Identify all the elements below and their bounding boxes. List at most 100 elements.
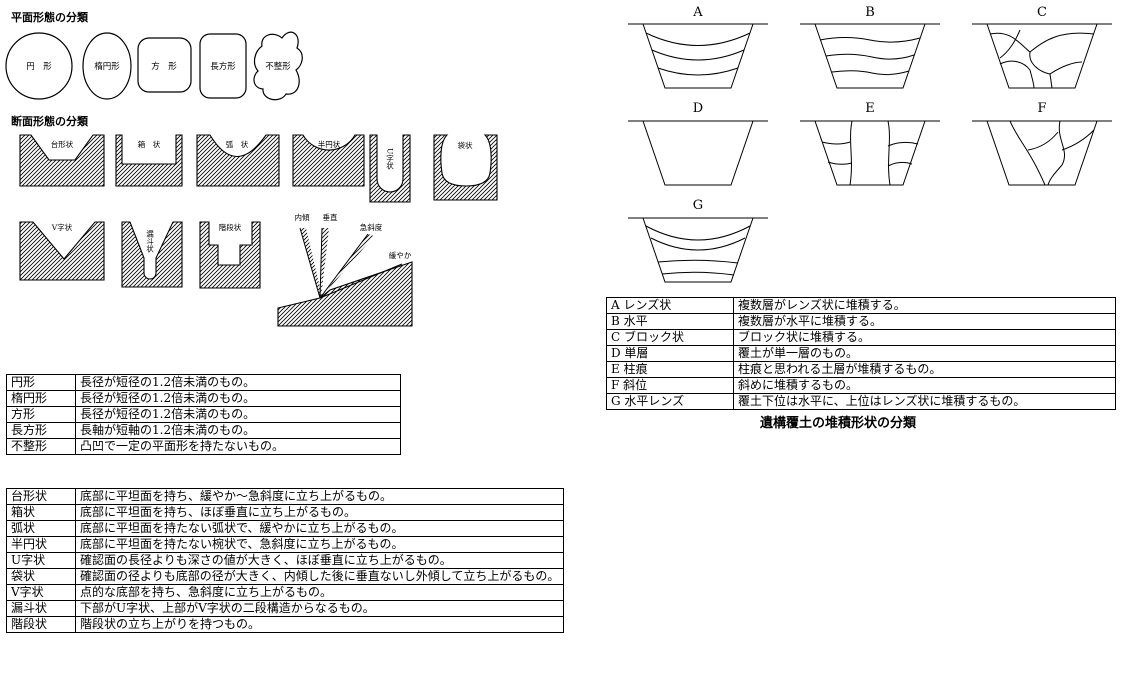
section-label-u: U字状 xyxy=(385,148,394,169)
section-shape-semicircle xyxy=(292,134,365,187)
term-cell: U字状 xyxy=(6,552,76,569)
table-row: 弧状底部に平坦面を持たない弧状で、緩やかに立ち上がるもの。 xyxy=(6,520,565,537)
plan-shape-square xyxy=(137,37,192,93)
term-cell: 半円状 xyxy=(6,536,76,553)
plan-shape-irregular xyxy=(253,31,303,101)
definition-cell: 覆土が単一層のもの。 xyxy=(733,345,1116,362)
definition-cell: 底部に平坦面を持ち、緩やか～急斜度に立ち上がるもの。 xyxy=(74,488,565,505)
term-cell: 箱状 xyxy=(6,504,76,521)
definition-cell: 確認面の径よりも底部の径が大きく、内傾した後に垂直ないし外傾して立ち上がるもの。 xyxy=(74,568,565,585)
fill-label-e: E xyxy=(865,101,875,116)
definition-cell: 底部に平坦面を持たない椀状で、急斜度に立ち上がるもの。 xyxy=(74,536,565,553)
section-shape-box xyxy=(115,134,183,187)
slope-line-gentle xyxy=(319,263,403,299)
term-cell: V字状 xyxy=(6,584,76,601)
definition-cell: 覆土下位は水平に、上位はレンズ状に堆積するもの。 xyxy=(733,393,1116,410)
fill-label-d: D xyxy=(693,101,703,116)
table-row: G 水平レンズ覆土下位は水平に、上位はレンズ状に堆積するもの。 xyxy=(606,393,1116,410)
definition-cell: 点的な底部を持ち、急斜度に立ち上がるもの。 xyxy=(74,584,565,601)
term-cell: 楕円形 xyxy=(6,390,76,407)
term-cell: 円形 xyxy=(6,374,76,391)
table-row: U字状確認面の長径よりも深さの値が大きく、ほぼ垂直に立ち上がるもの。 xyxy=(6,552,565,569)
section-shape-funnel xyxy=(121,221,183,288)
plan-label-rectangle: 長方形 xyxy=(210,61,236,72)
table-row: E 柱痕柱痕と思われる土層が堆積するもの。 xyxy=(606,361,1116,378)
table-row: A レンズ状複数層がレンズ状に堆積する。 xyxy=(606,297,1116,314)
definition-cell: 長軸が短軸の1.2倍未満のもの。 xyxy=(75,422,401,439)
plan-table: 円形長径が短径の1.2倍未満のもの。 楕円形長径が短径の1.2倍未満のもの。 方… xyxy=(6,374,401,455)
term-cell: 弧状 xyxy=(6,520,76,537)
table-row: 半円状底部に平坦面を持たない椀状で、急斜度に立ち上がるもの。 xyxy=(6,536,565,553)
definition-cell: 複数層が水平に堆積する。 xyxy=(733,313,1116,330)
term-cell: C ブロック状 xyxy=(606,329,734,346)
section-shapes xyxy=(19,134,498,327)
table-row: 円形長径が短径の1.2倍未満のもの。 xyxy=(6,374,401,391)
table-row: 階段状階段状の立ち上がりを持つもの。 xyxy=(6,616,565,633)
plan-shape-ellipse xyxy=(82,32,132,100)
term-cell: 階段状 xyxy=(6,616,76,633)
table-row: 楕円形長径が短径の1.2倍未満のもの。 xyxy=(6,390,401,407)
plan-heading: 平面形態の分類 xyxy=(11,11,88,24)
section-label-box: 箱 状 xyxy=(138,139,161,149)
term-cell: 袋状 xyxy=(6,568,76,585)
definition-cell: 底部に平坦面を持たない弧状で、緩やかに立ち上がるもの。 xyxy=(74,520,565,537)
fill-label-g: G xyxy=(693,198,703,213)
fill-table: A レンズ状複数層がレンズ状に堆積する。 B 水平複数層が水平に堆積する。 C … xyxy=(606,297,1116,410)
fill-diagrams xyxy=(628,23,1112,283)
term-cell: D 単層 xyxy=(606,345,734,362)
table-row: B 水平複数層が水平に堆積する。 xyxy=(606,313,1116,330)
table-row: 箱状底部に平坦面を持ち、ほぼ垂直に立ち上がるもの。 xyxy=(6,504,565,521)
plan-shapes xyxy=(5,31,303,101)
fill-label-c: C xyxy=(1037,5,1047,20)
term-cell: F 斜位 xyxy=(606,377,734,394)
fill-label-a: A xyxy=(692,5,703,20)
table-row: 不整形凸凹で一定の平面形を持たないもの。 xyxy=(6,438,401,455)
plan-label-square: 方 形 xyxy=(151,61,177,72)
slope-label-vertical: 垂直 xyxy=(323,212,338,222)
term-cell: 台形状 xyxy=(6,488,76,505)
definition-cell: 長径が短径の1.2倍未満のもの。 xyxy=(75,406,401,423)
section-shape-bag xyxy=(433,134,498,201)
term-cell: E 柱痕 xyxy=(606,361,734,378)
slope-label-gentle: 緩やか xyxy=(389,250,412,260)
definition-cell: 柱痕と思われる土層が堆積するもの。 xyxy=(733,361,1116,378)
term-cell: 長方形 xyxy=(6,422,76,439)
term-cell: 漏斗状 xyxy=(6,600,76,617)
section-shape-arc xyxy=(196,134,280,187)
table-row: 台形状底部に平坦面を持ち、緩やか～急斜度に立ち上がるもの。 xyxy=(6,488,565,505)
section-label-trapezoid: 台形状 xyxy=(51,139,74,149)
fill-diagram-c xyxy=(972,23,1112,89)
fill-caption: 遺構覆土の堆積形状の分類 xyxy=(760,416,917,431)
section-shape-trapezoid xyxy=(19,134,105,187)
term-cell: 不整形 xyxy=(6,438,76,455)
term-cell: 方形 xyxy=(6,406,76,423)
slope-label-inward: 内傾 xyxy=(295,212,310,222)
term-cell: B 水平 xyxy=(606,313,734,330)
table-row: V字状点的な底部を持ち、急斜度に立ち上がるもの。 xyxy=(6,584,565,601)
fill-diagram-e xyxy=(800,120,940,186)
section-labels: 台形状 箱 状 弧 状 半円状 袋状 V字状 階段状 内傾 垂直 急斜度 緩やか xyxy=(51,139,473,260)
section-heading: 断面形態の分類 xyxy=(11,115,88,128)
section-shape-u xyxy=(369,134,411,203)
term-cell: A レンズ状 xyxy=(606,297,734,314)
table-row: C ブロック状ブロック状に堆積する。 xyxy=(606,329,1116,346)
slope-line-steep xyxy=(319,233,369,299)
section-label-funnel: 漏斗状 xyxy=(145,229,154,253)
slope-label-steep: 急斜度 xyxy=(360,222,383,232)
section-shape-steps xyxy=(199,221,261,289)
section-label-arc: 弧 状 xyxy=(226,139,249,149)
section-shape-v xyxy=(19,221,105,281)
slope-hatch-strips xyxy=(300,228,374,298)
plan-label-ellipse: 楕円形 xyxy=(94,61,120,72)
section-shape-slopes xyxy=(277,261,413,327)
section-label-v: V字状 xyxy=(51,222,73,232)
term-cell: G 水平レンズ xyxy=(606,393,734,410)
table-row: 方形長径が短径の1.2倍未満のもの。 xyxy=(6,406,401,423)
definition-cell: 複数層がレンズ状に堆積する。 xyxy=(733,297,1116,314)
definition-cell: 長径が短径の1.2倍未満のもの。 xyxy=(75,390,401,407)
section-label-bag: 袋状 xyxy=(458,140,473,150)
fill-diagram-g xyxy=(628,217,768,283)
section-label-semicircle: 半円状 xyxy=(318,139,341,149)
fill-diagram-f xyxy=(972,120,1112,186)
